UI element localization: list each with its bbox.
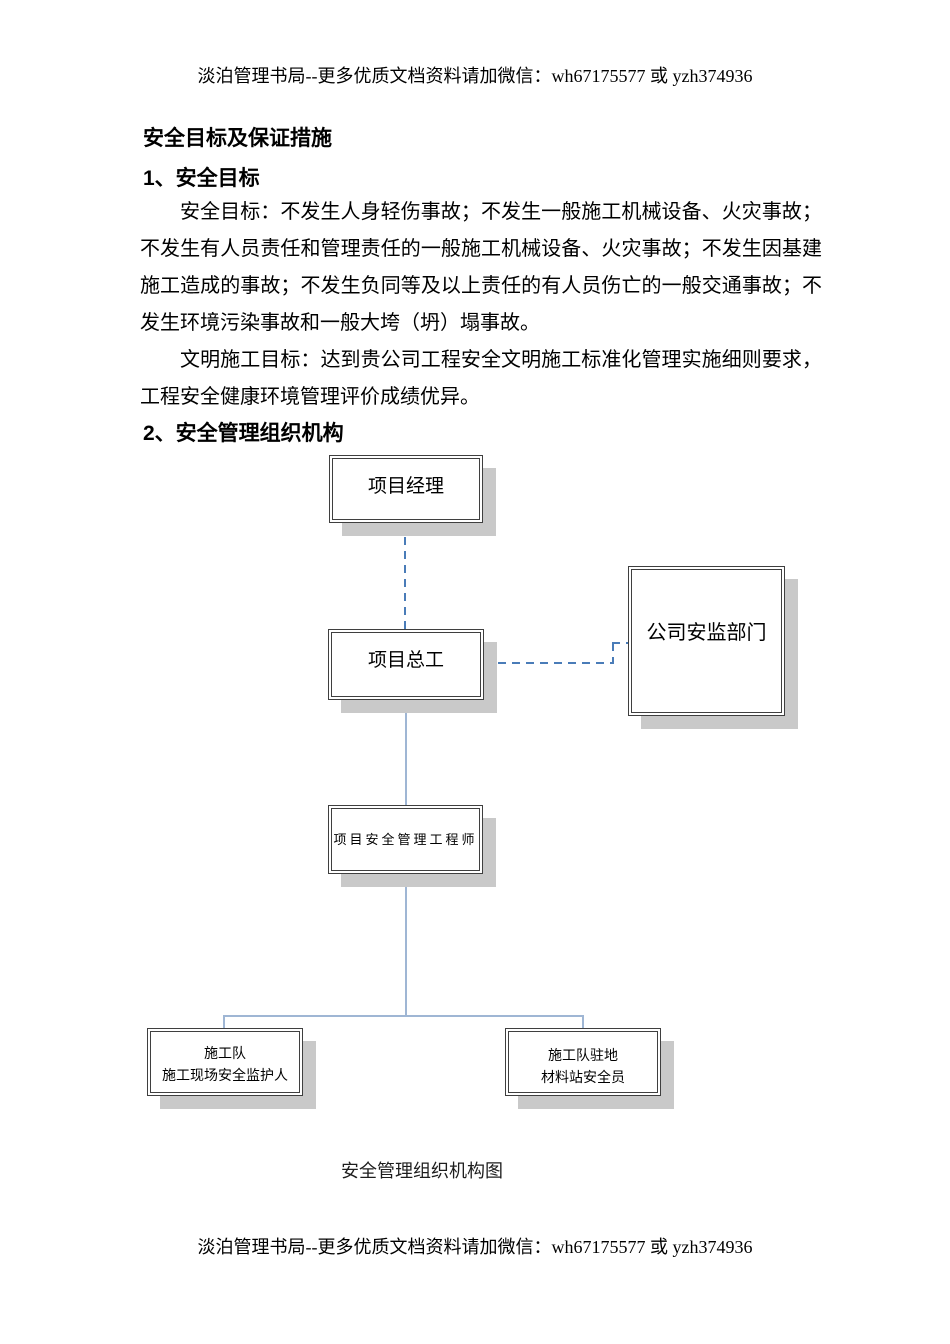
connector-pm-to-chief-dashed [404, 523, 406, 629]
text-line: 文明施工目标：达到贵公司工程安全文明施工标准化管理实施细则要求， [180, 349, 822, 371]
text-line: 发生环境污染事故和一般大垮（坍）塌事故。 [140, 312, 540, 334]
text-line: 工程安全健康环境管理评价成绩优异。 [140, 386, 480, 408]
org-node-label: 项目经理 [367, 476, 444, 497]
org-node-label: 项目总工 [367, 650, 444, 671]
org-node-label-line: 施工队驻地 [548, 1047, 618, 1063]
org-node-label: 项目安全管理工程师 [333, 832, 478, 847]
text-line: 安全目标：不发生人身轻伤事故；不发生一般施工机械设备、火灾事故； [180, 201, 822, 223]
org-chart-caption: 安全管理组织机构图 [341, 1161, 503, 1181]
document-title: 安全目标及保证措施 [143, 127, 332, 150]
connector-chief-to-engineer [405, 700, 407, 805]
connector-chief-to-dept-dashed [484, 662, 614, 664]
connector-branch-horizontal [223, 1015, 583, 1017]
connector-drop-right-team [582, 1015, 584, 1028]
page-footer: 淡泊管理书局--更多优质文档资料请加微信：wh67175577 或 yzh374… [197, 1237, 753, 1257]
org-node-label-line: 施工队 [204, 1045, 246, 1061]
section-2-heading: 2、安全管理组织机构 [143, 422, 344, 445]
org-node-company-safety-dept: 公司安监部门 [628, 566, 785, 716]
org-node-project-manager: 项目经理 [329, 455, 483, 523]
connector-dept-elbow-stub [612, 642, 628, 644]
text-line: 不发生有人员责任和管理责任的一般施工机械设备、火灾事故；不发生因基建 [140, 238, 822, 260]
org-node-material-station-safety-officer: 施工队驻地 材料站安全员 [505, 1028, 661, 1096]
section-1-heading: 1、安全目标 [143, 167, 260, 190]
connector-dept-elbow-vertical [612, 643, 614, 664]
connector-drop-left-team [223, 1015, 225, 1028]
text-line: 施工造成的事故；不发生负同等及以上责任的有人员伤亡的一般交通事故；不 [140, 275, 822, 297]
org-node-label: 公司安监部门 [646, 622, 767, 644]
page-header: 淡泊管理书局--更多优质文档资料请加微信：wh67175577 或 yzh374… [197, 66, 753, 86]
paragraph-safety-goals: 安全目标：不发生人身轻伤事故；不发生一般施工机械设备、火灾事故； 不发生有人员责… [140, 194, 822, 342]
org-node-construction-team-supervisor: 施工队 施工现场安全监护人 [147, 1028, 303, 1096]
org-node-label-line: 施工现场安全监护人 [162, 1067, 288, 1083]
org-node-safety-engineer: 项目安全管理工程师 [328, 805, 483, 874]
org-node-chief-engineer: 项目总工 [328, 629, 484, 700]
connector-engineer-to-branch [405, 874, 407, 1016]
paragraph-civilized-construction: 文明施工目标：达到贵公司工程安全文明施工标准化管理实施细则要求， 工程安全健康环… [140, 342, 822, 416]
org-node-label-line: 材料站安全员 [541, 1069, 625, 1085]
